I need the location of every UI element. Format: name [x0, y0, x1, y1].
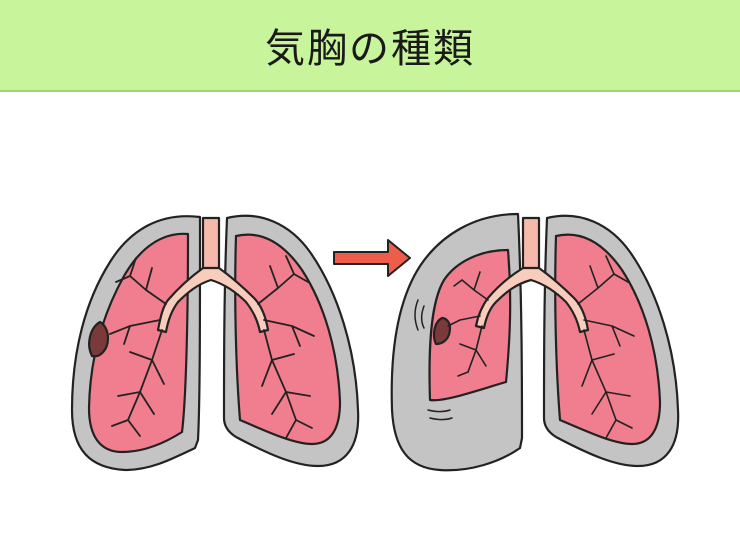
bleb-mark [88, 320, 110, 358]
page-title: 気胸の種類 [265, 26, 475, 72]
normal-lung-tissue [554, 233, 662, 446]
collapsed-lung-tissue [428, 248, 512, 402]
lung-tissue-b [234, 233, 342, 446]
trachea-a [201, 216, 221, 272]
lung-tissue-a [87, 232, 190, 454]
normal-lungs [70, 214, 360, 472]
trachea-b [521, 216, 541, 272]
pneumothorax-lungs [390, 212, 680, 472]
bronchi-tree-b [447, 255, 635, 439]
collapsed-bleb [432, 316, 452, 346]
bronchi-tree-a [109, 255, 315, 439]
lung-diagram [70, 212, 680, 472]
transition-arrow [333, 239, 411, 277]
air-leak-marks [414, 299, 453, 421]
title-bar: 気胸の種類 [0, 0, 740, 92]
